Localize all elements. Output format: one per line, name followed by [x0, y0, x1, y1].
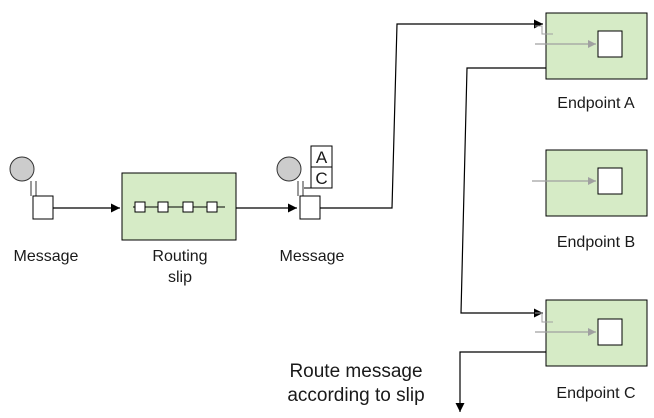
routing-slip-label-2: slip: [168, 269, 192, 286]
endpoint-c-processor: [597, 318, 623, 346]
endpoint-a-box: [545, 12, 648, 80]
endpoint-a: Endpoint A: [535, 12, 648, 112]
endpoint-a-corner-mark: [535, 25, 553, 35]
route-a-to-c: [460, 67, 546, 318]
endpoint-c-corner-mark: [535, 312, 553, 323]
routing-slip-label-1: Routing: [152, 248, 207, 265]
endpoint-b-processor: [597, 167, 623, 195]
message-middle-label: Message: [280, 248, 345, 265]
endpoint-c-label: Endpoint C: [556, 385, 635, 402]
routing-slip-step: [182, 201, 194, 213]
route-to-endpoint-a: [320, 19, 543, 209]
endpoint-b-box: [545, 149, 648, 217]
slip-entry-c: C: [315, 169, 327, 188]
message-middle: A C Message: [276, 145, 345, 265]
message-left-body: [32, 195, 54, 220]
message-middle-body: [299, 195, 321, 220]
endpoint-a-processor: [597, 30, 623, 58]
route-note-line-2: according to slip: [287, 385, 424, 406]
routing-slip-step: [134, 201, 146, 213]
routing-slip-step: [206, 201, 218, 213]
endpoint-c: Endpoint C: [535, 299, 648, 402]
routing-slip: Routing slip: [121, 172, 237, 286]
endpoint-b: Endpoint B: [532, 149, 648, 251]
message-left-connector: [30, 181, 37, 196]
endpoint-c-box: [545, 299, 648, 367]
message-middle-header-circle: [276, 156, 302, 182]
route-c-onward: [455, 351, 546, 412]
routing-slip-step: [157, 201, 169, 213]
message-left-label: Message: [14, 248, 79, 265]
endpoint-b-label: Endpoint B: [557, 234, 635, 251]
message-left-header-circle: [9, 156, 35, 182]
message-middle-connector: [297, 181, 304, 196]
slip-entry-a: A: [316, 148, 328, 167]
endpoint-a-label: Endpoint A: [557, 95, 635, 112]
message-left: Message: [9, 156, 79, 265]
route-note-line-1: Route message: [289, 361, 422, 382]
slip-entry-c-box: [310, 166, 333, 189]
